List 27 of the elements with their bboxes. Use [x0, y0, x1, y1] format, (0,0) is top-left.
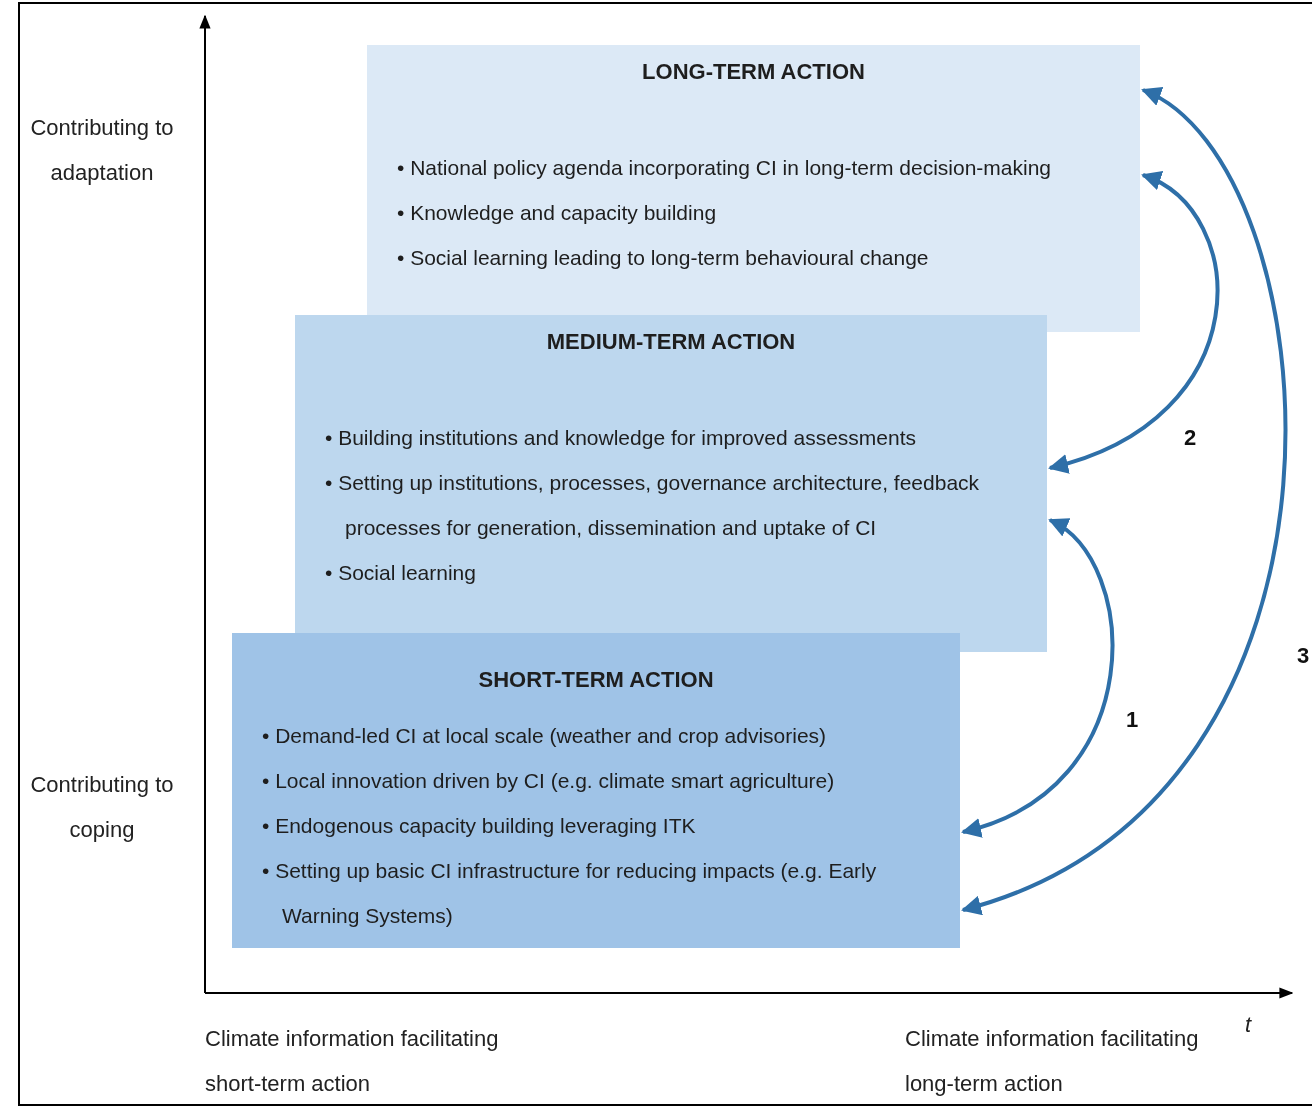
action-box: [295, 315, 1047, 652]
axis-label: Contributing to adaptation: [29, 114, 175, 187]
bullet-item: • Setting up basic CI infrastructure for reducing impacts (e.g. Early Warning Systems): [262, 858, 878, 929]
edge-label: 1: [1125, 707, 1139, 732]
box-heading: SHORT-TERM ACTION: [477, 667, 715, 693]
curved-arrow: [961, 88, 1287, 913]
axis-caption: Climate information facilitating short-term action: [205, 1025, 500, 1098]
axis-label: t: [1245, 1011, 1252, 1039]
bullet-item: • Knowledge and capacity building: [397, 200, 718, 226]
box-heading: MEDIUM-TERM ACTION: [545, 329, 797, 355]
bullet-item: • Setting up institutions, processes, governance architecture, feedback processes for generation, dissemination and uptake of CI: [325, 470, 981, 541]
edge-label: 2: [1183, 425, 1197, 450]
curved-arrow: [1048, 173, 1220, 473]
bullet-item: • Social learning leading to long-term behavioural change: [397, 245, 930, 271]
axis-caption: Climate information facilitating long-term action: [905, 1025, 1200, 1098]
bullet-item: • Building institutions and knowledge for improved assessments: [325, 425, 917, 451]
action-box: [232, 633, 960, 948]
axis-label: Contributing to coping: [29, 771, 175, 844]
bullet-item: • Local innovation driven by CI (e.g. climate smart agriculture): [262, 768, 836, 794]
action-box: [367, 45, 1140, 332]
bullet-item: • Demand-led CI at local scale (weather and crop advisories): [262, 723, 828, 749]
bullet-item: • National policy agenda incorporating CI in long-term decision-making: [397, 155, 1053, 181]
curved-arrow: [961, 518, 1115, 836]
edge-label: 3: [1296, 643, 1310, 668]
bullet-item: • Social learning: [325, 560, 477, 586]
bullet-item: • Endogenous capacity building leveraging ITK: [262, 813, 697, 839]
box-heading: LONG-TERM ACTION: [641, 59, 866, 85]
